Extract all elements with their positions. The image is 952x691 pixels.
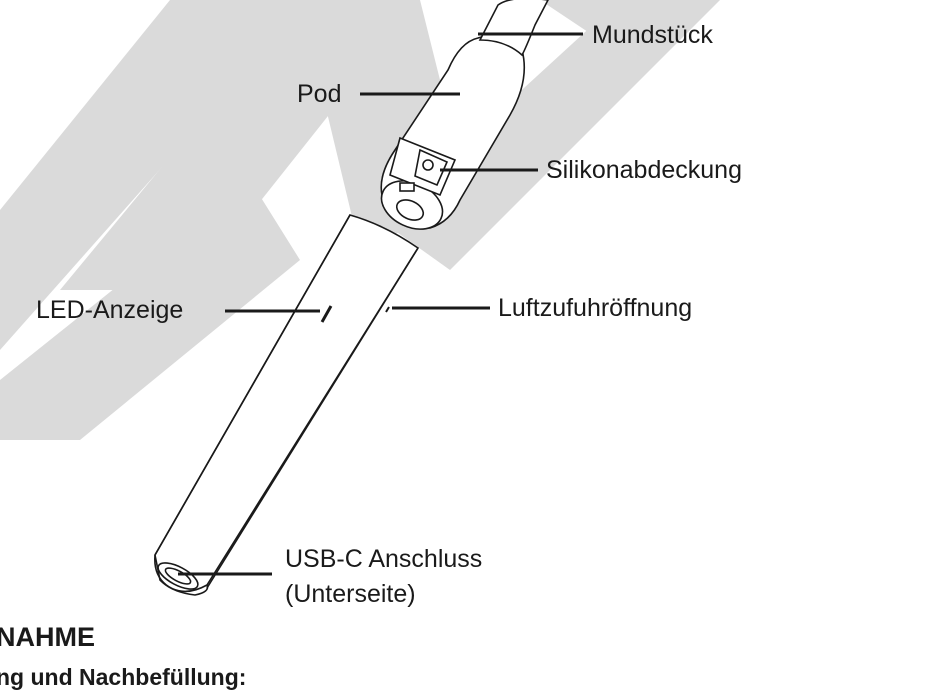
usb-c-port bbox=[157, 562, 199, 590]
label-usb-c-port-note: (Unterseite) bbox=[285, 580, 416, 608]
mouthpiece bbox=[478, 0, 549, 57]
air-inlet bbox=[385, 306, 390, 313]
label-pod: Pod bbox=[297, 80, 342, 108]
label-air-inlet: Luftzufuhröffnung bbox=[498, 294, 693, 322]
pod bbox=[380, 34, 526, 230]
subsection-heading: ng und Nachbefüllung: bbox=[0, 664, 247, 690]
battery-body bbox=[154, 214, 420, 596]
section-heading: NAHME bbox=[0, 622, 95, 652]
led-indicator bbox=[320, 305, 333, 323]
watermark bbox=[0, 0, 720, 440]
label-usb-c-port: USB-C Anschluss bbox=[285, 545, 483, 573]
label-led-indicator: LED-Anzeige bbox=[36, 296, 184, 324]
label-silicone-cover: Silikonabdeckung bbox=[546, 156, 742, 184]
label-mouthpiece: Mundstück bbox=[592, 21, 713, 49]
